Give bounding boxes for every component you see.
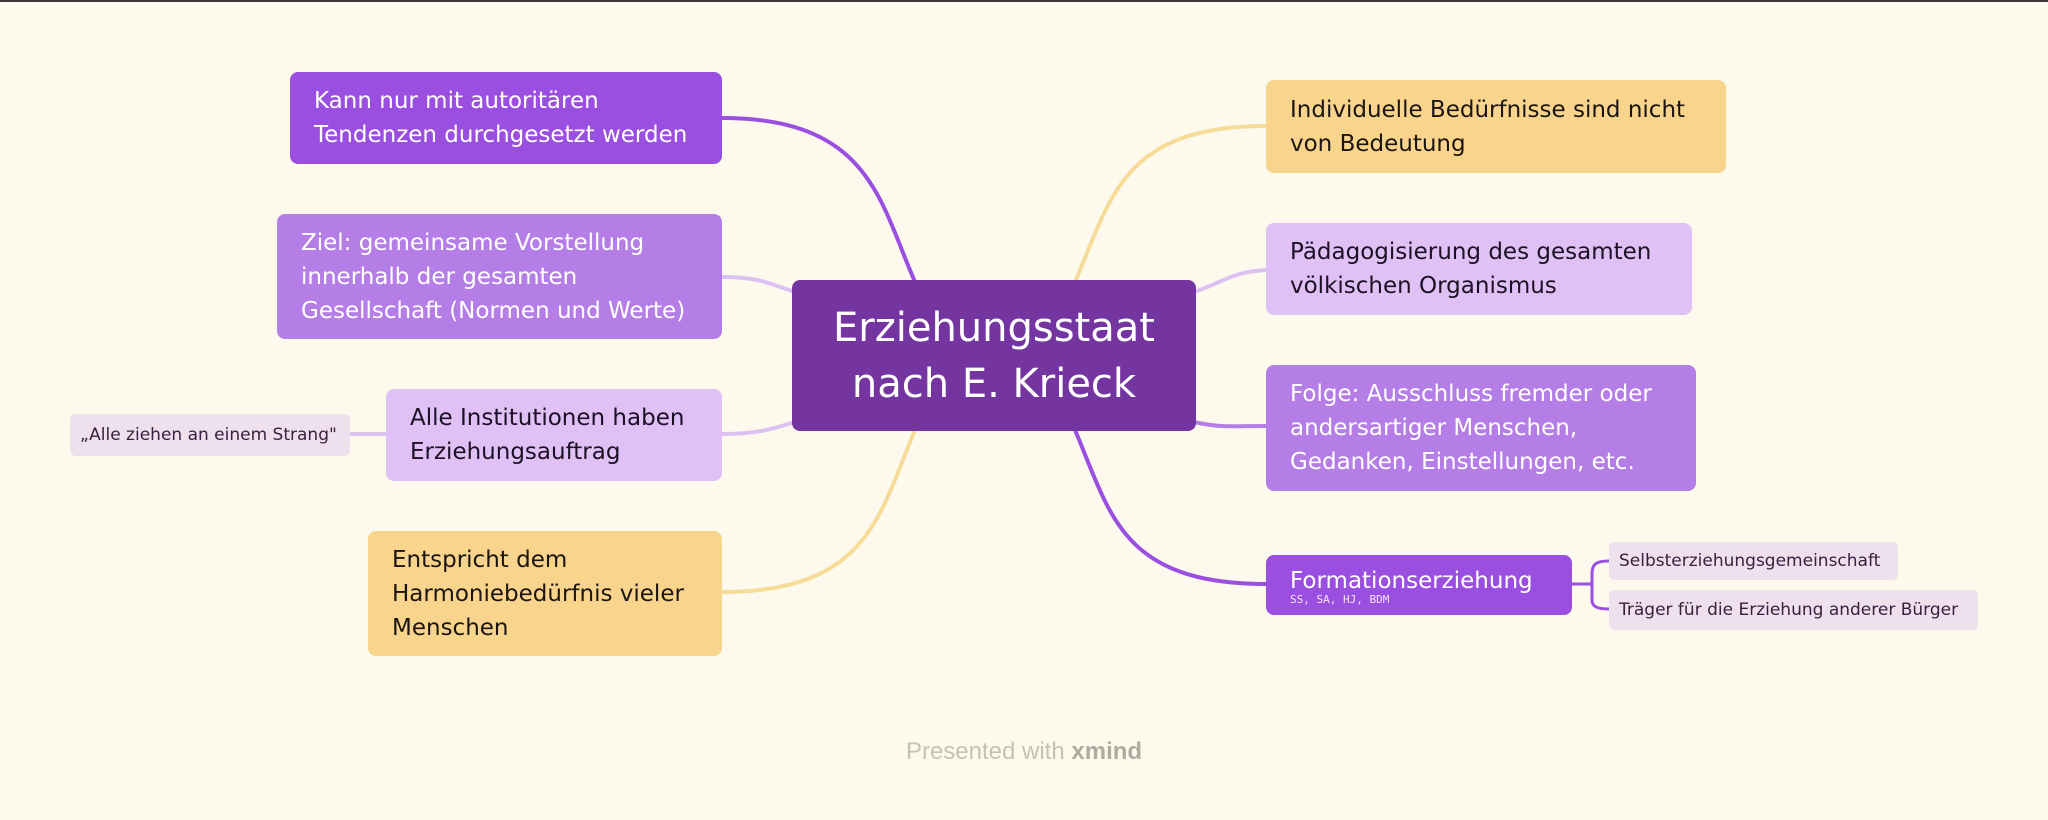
central-line-2: nach E. Krieck (851, 360, 1137, 407)
link-left-4 (721, 429, 917, 594)
link-right-1 (1073, 124, 1267, 283)
topic-authoritarian[interactable]: Kann nur mit autoritären Tendenzen durch… (290, 72, 722, 164)
link-right-2 (1193, 268, 1267, 294)
topic-harmony[interactable]: Entspricht dem Harmoniebedürfnis vieler … (368, 531, 722, 656)
topic-pedagogization[interactable]: Pädagogisierung des gesamten völkischen … (1266, 223, 1692, 315)
central-line-1: Erziehungsstaat (833, 304, 1155, 351)
subtopic-label: Selbsterziehungsgemeinschaft (1619, 551, 1881, 571)
central-topic[interactable]: Erziehungsstaat nach E. Krieck (792, 280, 1196, 431)
topic-label: Entspricht dem Harmoniebedürfnis vieler … (392, 546, 684, 641)
topic-label: Alle Institutionen haben Erziehungsauftr… (410, 405, 685, 465)
subtopic-quote[interactable]: „Alle ziehen an einem Strang" (70, 414, 350, 456)
topic-consequence[interactable]: Folge: Ausschluss fremder oder andersart… (1266, 365, 1696, 491)
topic-label: Folge: Ausschluss fremder oder andersart… (1290, 381, 1652, 475)
link-right-3 (1193, 420, 1267, 429)
topic-label: Individuelle Bedürfnisse sind nicht von … (1290, 96, 1686, 157)
topic-label: Kann nur mit autoritären Tendenzen durch… (314, 88, 688, 148)
topic-individual-needs[interactable]: Individuelle Bedürfnisse sind nicht von … (1266, 80, 1726, 173)
subtopic-label: „Alle ziehen an einem Strang" (80, 425, 337, 445)
link-left-2 (721, 275, 796, 294)
topic-formation[interactable]: Formationserziehung SS, SA, HJ, BDM (1266, 555, 1572, 615)
subtopic-self-education[interactable]: Selbsterziehungsgemeinschaft (1609, 542, 1898, 580)
topic-label: Pädagogisierung des gesamten völkischen … (1290, 239, 1652, 299)
footer-presented-with: Presented with xmind (0, 738, 2048, 766)
link-left-3 (721, 420, 796, 436)
subtopic-label: Träger für die Erziehung anderer Bürger (1619, 600, 1959, 620)
subtopic-educator[interactable]: Träger für die Erziehung anderer Bürger (1609, 590, 1978, 630)
xmind-logo[interactable]: xmind (1071, 738, 1143, 765)
footer-prefix: Presented with (905, 738, 1065, 765)
topic-goal[interactable]: Ziel: gemeinsame Vorstellung innerhalb d… (277, 214, 722, 339)
topic-label: Formationserziehung (1290, 568, 1533, 594)
topic-institutions[interactable]: Alle Institutionen haben Erziehungsauftr… (386, 389, 722, 481)
link-sub (1572, 559, 1610, 611)
link-left-1 (721, 116, 917, 283)
handwritten-note: SS, SA, HJ, BDM (1290, 593, 1390, 606)
link-right-4 (1073, 429, 1267, 586)
topic-label: Ziel: gemeinsame Vorstellung innerhalb d… (301, 229, 686, 324)
